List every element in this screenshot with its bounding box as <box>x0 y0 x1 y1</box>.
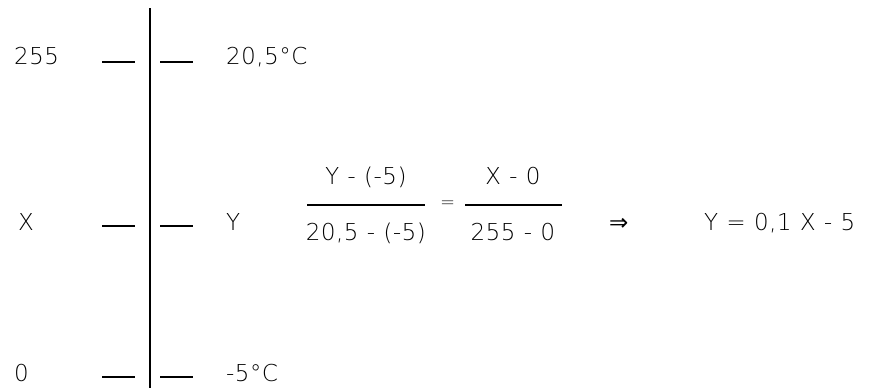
left-tick-top <box>102 61 135 63</box>
left-label-bottom: 0 <box>14 361 30 387</box>
rhs-denominator: 255 - 0 <box>470 220 556 246</box>
vertical-axis <box>149 8 151 388</box>
right-tick-middle <box>160 225 193 227</box>
rhs-fraction-bar <box>465 204 562 206</box>
left-label-top: 255 <box>14 44 60 70</box>
equals-sign: = <box>440 192 456 213</box>
result-equation: Y = 0,1 X - 5 <box>704 210 856 236</box>
left-tick-bottom <box>102 376 135 378</box>
left-label-middle: X <box>18 210 35 236</box>
implies-arrow: ⇒ <box>609 210 629 236</box>
lhs-fraction-bar <box>307 204 425 206</box>
right-label-bottom: -5°C <box>226 361 279 387</box>
lhs-numerator: Y - (-5) <box>325 164 407 190</box>
right-label-top: 20,5°C <box>226 44 308 70</box>
lhs-denominator: 20,5 - (-5) <box>305 220 427 246</box>
rhs-numerator: X - 0 <box>485 164 541 190</box>
right-tick-bottom <box>160 376 193 378</box>
right-label-middle: Y <box>226 210 241 236</box>
right-tick-top <box>160 61 193 63</box>
left-tick-middle <box>102 225 135 227</box>
